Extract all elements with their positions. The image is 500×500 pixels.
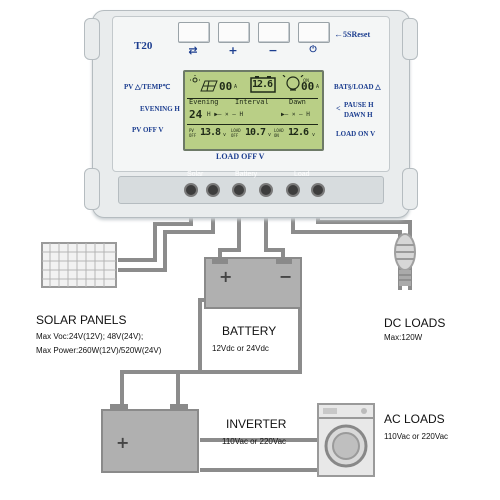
lcd-dawn-value: ▶– × – H xyxy=(281,111,310,118)
evening-label: EVENING H xyxy=(140,105,180,113)
bulb-power-icon: ⏻ xyxy=(309,45,317,55)
reset-arrow-icon: ← xyxy=(334,29,343,39)
inverter-spec: 110Vac or 220Vac xyxy=(222,437,287,446)
plus-icon: + xyxy=(228,44,238,57)
lcd-interval-label: Interval xyxy=(235,98,269,106)
svg-text:−: − xyxy=(279,267,292,286)
mount-ear-left-bottom xyxy=(84,168,100,210)
lcd-load-unit: A xyxy=(316,84,320,90)
lcd-evening-value: 24 xyxy=(189,108,203,121)
ac-loads-title: AC LOADS xyxy=(384,412,445,426)
load-off-label: LOAD OFF V xyxy=(216,152,265,161)
light-button[interactable] xyxy=(298,22,330,43)
lcd-dawn-label: Dawn xyxy=(289,98,306,106)
lcd-unit-3: v xyxy=(312,132,316,138)
mode-button[interactable] xyxy=(178,22,210,43)
pause-label: PAUSE H xyxy=(344,101,374,109)
bat-load-label: BAT§/LOAD △ xyxy=(334,83,381,91)
lcd-pv-off-label: PV OFF xyxy=(189,128,197,138)
lcd-load-off-value: 10.7 xyxy=(245,127,266,138)
terminal-load-positive xyxy=(286,183,300,197)
minus-button[interactable] xyxy=(258,22,290,43)
lcd-load-current: 00 xyxy=(301,80,315,93)
terminal-solar-negative xyxy=(206,183,220,197)
lcd-unit-2: v xyxy=(268,132,272,138)
terminal-label-load: Load xyxy=(294,171,310,178)
lcd-pv-current: 00 xyxy=(219,80,233,93)
lcd-sun-icon xyxy=(190,75,200,83)
solar-title: SOLAR PANELS xyxy=(36,313,127,327)
ac-loads-spec: 110Vac or 220Vac xyxy=(384,432,449,441)
battery-drawing: + − xyxy=(204,257,302,309)
lcd-load-on-value: 12.6 xyxy=(288,127,309,138)
mount-ear-left xyxy=(84,18,100,60)
mount-ear-right-bottom xyxy=(402,168,418,210)
inverter-drawing: + xyxy=(101,404,199,473)
lcd-battery-value: 12.6 xyxy=(252,79,273,90)
lcd-screen: ON 00 A 12.6 00 A Evening Interval Dawn … xyxy=(183,70,324,151)
lcd-battery-icon xyxy=(250,76,276,93)
solar-spec-voc: Max Voc:24V(12V); 48V(24V); xyxy=(36,332,144,341)
load-on-label: LOAD ON V xyxy=(336,130,376,138)
mount-ear-right xyxy=(402,18,418,60)
battery-title: BATTERY xyxy=(222,324,277,338)
terminal-load-negative xyxy=(311,183,325,197)
lcd-voltage-divider xyxy=(187,124,318,125)
svg-text:+: + xyxy=(219,267,232,286)
terminal-battery-negative xyxy=(259,183,273,197)
dc-loads-title: DC LOADS xyxy=(384,316,446,330)
battery-spec: 12Vdc or 24Vdc xyxy=(212,344,269,353)
inverter-title: INVERTER xyxy=(226,417,287,431)
lcd-panel-icon xyxy=(200,80,218,92)
svg-text:ON: ON xyxy=(303,78,309,83)
battery-wire-right xyxy=(264,197,285,262)
dawn-label: DAWN H xyxy=(344,111,373,119)
washing-machine-drawing xyxy=(317,403,375,477)
terminal-battery-positive xyxy=(232,183,246,197)
lcd-unit-1: v xyxy=(223,132,227,138)
lcd-icons: ON xyxy=(190,75,309,93)
solar-wire-negative xyxy=(118,197,215,272)
battery-wire-left xyxy=(218,197,241,262)
terminal-strip xyxy=(118,176,384,204)
terminal-label-battery: Battery xyxy=(235,171,258,178)
pv-temp-label: PV △/TEMP℃ xyxy=(124,83,171,91)
lcd-bulb-icon xyxy=(282,75,304,91)
reset-label: 5SReset xyxy=(343,30,371,39)
plus-button[interactable] xyxy=(218,22,250,43)
bulb-drawing xyxy=(394,233,416,286)
inverter-wire-right xyxy=(176,300,302,418)
lcd-timer-header xyxy=(187,98,318,108)
lcd-load-off-label: LOAD OFF xyxy=(231,128,241,138)
terminal-label-solar: Solar xyxy=(187,171,204,178)
svg-text:+: + xyxy=(116,433,129,452)
pv-off-label: PV OFF V xyxy=(132,126,164,134)
lcd-pv-off-value: 13.8 xyxy=(200,127,221,138)
terminal-solar-positive xyxy=(184,183,198,197)
pause-arrow-icon: < xyxy=(336,104,341,113)
lcd-pv-unit: A xyxy=(234,84,238,90)
model-label: T20 xyxy=(134,40,153,52)
solar-panel-drawing xyxy=(41,242,117,288)
lcd-evening-label: Evening xyxy=(189,98,219,106)
lcd-interval-value: H ▶– × – H xyxy=(207,111,244,118)
dc-loads-spec: Max:120W xyxy=(384,333,423,342)
inverter-wire-left xyxy=(120,298,207,418)
minus-icon: − xyxy=(268,44,278,57)
switch-arrows-icon: ⇄ xyxy=(188,44,198,57)
lcd-load-on-label: LOAD ON xyxy=(274,128,284,138)
solar-spec-power: Max Power:260W(12V)/520W(24V) xyxy=(36,346,162,355)
